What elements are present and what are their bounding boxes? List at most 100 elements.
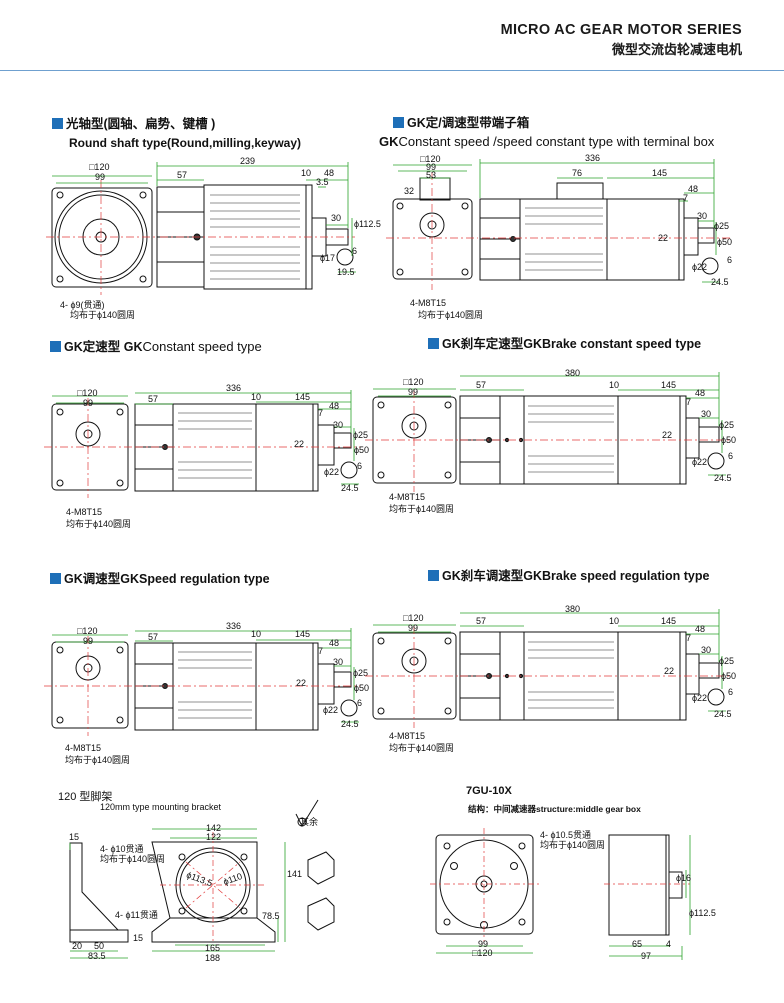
d2-7: 7 xyxy=(683,193,689,203)
section7-cn: 120 型脚架 xyxy=(58,791,113,803)
section4-heading: GK刹车定速型GKBrake constant speed type xyxy=(428,333,701,352)
d3-336: 336 xyxy=(226,383,242,393)
d3-48: 48 xyxy=(329,401,340,411)
d2-76: 76 xyxy=(572,168,583,178)
section6-heading: GK刹车调速型GKBrake speed regulation type xyxy=(428,565,709,584)
d7-note: 其余 xyxy=(300,817,319,827)
d5-sq: □120 xyxy=(77,626,98,636)
d7-83: 83.5 xyxy=(88,951,106,961)
d1-19: 19.5 xyxy=(337,267,355,277)
d1-30: 30 xyxy=(331,213,342,223)
d2-48: 48 xyxy=(688,184,699,194)
d1-3_5: 3.5 xyxy=(316,177,329,187)
d4-380: 380 xyxy=(565,368,581,378)
d4-phi22: ϕ22 xyxy=(692,457,708,467)
d1-sq: □120 xyxy=(89,162,110,172)
d1-holes: 4- ϕ9(贯通) xyxy=(60,300,105,310)
section4-en: Brake constant speed type xyxy=(542,337,702,351)
section4-cn: GK刹车定速型GK xyxy=(442,337,543,351)
d5-24: 24.5 xyxy=(341,719,359,729)
d2-99: 99 xyxy=(426,162,437,172)
d2-sq: □120 xyxy=(420,154,441,164)
d6-30: 30 xyxy=(701,645,712,655)
section3-heading: GK定速型 GKConstant speed type xyxy=(50,336,262,355)
section6-en: Brake speed regulation type xyxy=(542,569,710,583)
d2-32: 32 xyxy=(404,186,415,196)
section-marker-icon xyxy=(428,338,439,349)
d8-65: 65 xyxy=(632,939,643,949)
d6-sq: □120 xyxy=(403,613,424,623)
d8-112: ϕ112.5 xyxy=(689,908,716,918)
d6-48: 48 xyxy=(695,624,706,634)
d6-145: 145 xyxy=(661,616,677,626)
header-title-en: MICRO AC GEAR MOTOR SERIES xyxy=(500,22,742,38)
d8-pcd: 均布于ϕ140圆周 xyxy=(540,840,606,850)
d7-122: 122 xyxy=(206,832,222,842)
d6-25: ϕ25 xyxy=(719,656,735,666)
section-marker-icon xyxy=(50,573,61,584)
d4-sq: □120 xyxy=(403,377,424,387)
d3-50: ϕ50 xyxy=(354,445,370,455)
d3-25: ϕ25 xyxy=(353,430,369,440)
d6-380: 380 xyxy=(565,604,581,614)
d3-7: 7 xyxy=(318,408,324,418)
d2-holes: 4-M8T15 xyxy=(410,298,447,308)
d5-99: 99 xyxy=(83,636,94,646)
section-marker-icon xyxy=(393,117,404,128)
d2-phi22: ϕ22 xyxy=(692,262,708,272)
d3-10: 10 xyxy=(251,392,262,402)
section-marker-icon xyxy=(50,341,61,352)
section8-sub: 结构：中间减速器structure:middle gear box xyxy=(468,804,641,814)
d3-57: 57 xyxy=(148,394,159,404)
header-divider xyxy=(0,70,784,71)
d5-48: 48 xyxy=(329,638,340,648)
section2-cn: GK定/调速型带端子箱 xyxy=(407,116,530,130)
d5-57: 57 xyxy=(148,632,159,642)
d4-145: 145 xyxy=(661,380,677,390)
d7-78: 78.5 xyxy=(262,911,280,921)
d3-holes: 4-M8T15 xyxy=(66,507,103,517)
d3-6: 6 xyxy=(357,461,363,471)
section1-heading: 光轴型(圆轴、扁势、键槽 ) xyxy=(52,113,215,132)
d6-57: 57 xyxy=(476,616,487,626)
d4-50: ϕ50 xyxy=(721,435,737,445)
d4-30: 30 xyxy=(701,409,712,419)
d6-6: 6 xyxy=(728,687,734,697)
d8-97: 97 xyxy=(641,951,652,961)
d7-h11: 4- ϕ11贯通 xyxy=(115,910,158,920)
d4-holes: 4-M8T15 xyxy=(389,492,426,502)
d2-22: 22 xyxy=(658,233,669,243)
d6-10: 10 xyxy=(609,616,620,626)
d1-10: 10 xyxy=(301,168,312,178)
d3-pcd: 均布于ϕ140圆周 xyxy=(66,519,132,529)
d2-53: 53 xyxy=(426,170,437,180)
d8-99: 99 xyxy=(478,939,489,949)
d7-h10: 4- ϕ10贯通 xyxy=(100,844,144,854)
d2-25: ϕ25 xyxy=(714,221,730,231)
d6-7: 7 xyxy=(686,633,692,643)
d8-sq: □120 xyxy=(472,948,493,958)
d3-phi22: ϕ22 xyxy=(324,467,340,477)
d6-99: 99 xyxy=(408,623,419,633)
d5-145: 145 xyxy=(295,629,311,639)
d6-22: 22 xyxy=(664,666,675,676)
d5-50: ϕ50 xyxy=(354,683,370,693)
d1-112: ϕ112.5 xyxy=(354,219,381,229)
d6-holes: 4-M8T15 xyxy=(389,731,426,741)
section8-title: 7GU-10X xyxy=(466,785,512,797)
section6-cn: GK刹车调速型GK xyxy=(442,569,543,583)
section5-en: Speed regulation type xyxy=(139,572,270,586)
d5-holes: 4-M8T15 xyxy=(65,743,102,753)
section2-en-text: Constant speed /speed constant type with… xyxy=(398,134,715,149)
d5-pcd: 均布于ϕ140圆周 xyxy=(65,755,131,765)
section-marker-icon xyxy=(428,570,439,581)
d5-7: 7 xyxy=(318,646,324,656)
d2-24: 24.5 xyxy=(711,277,729,287)
d2-50: ϕ50 xyxy=(717,237,733,247)
d7-188: 188 xyxy=(205,953,221,963)
